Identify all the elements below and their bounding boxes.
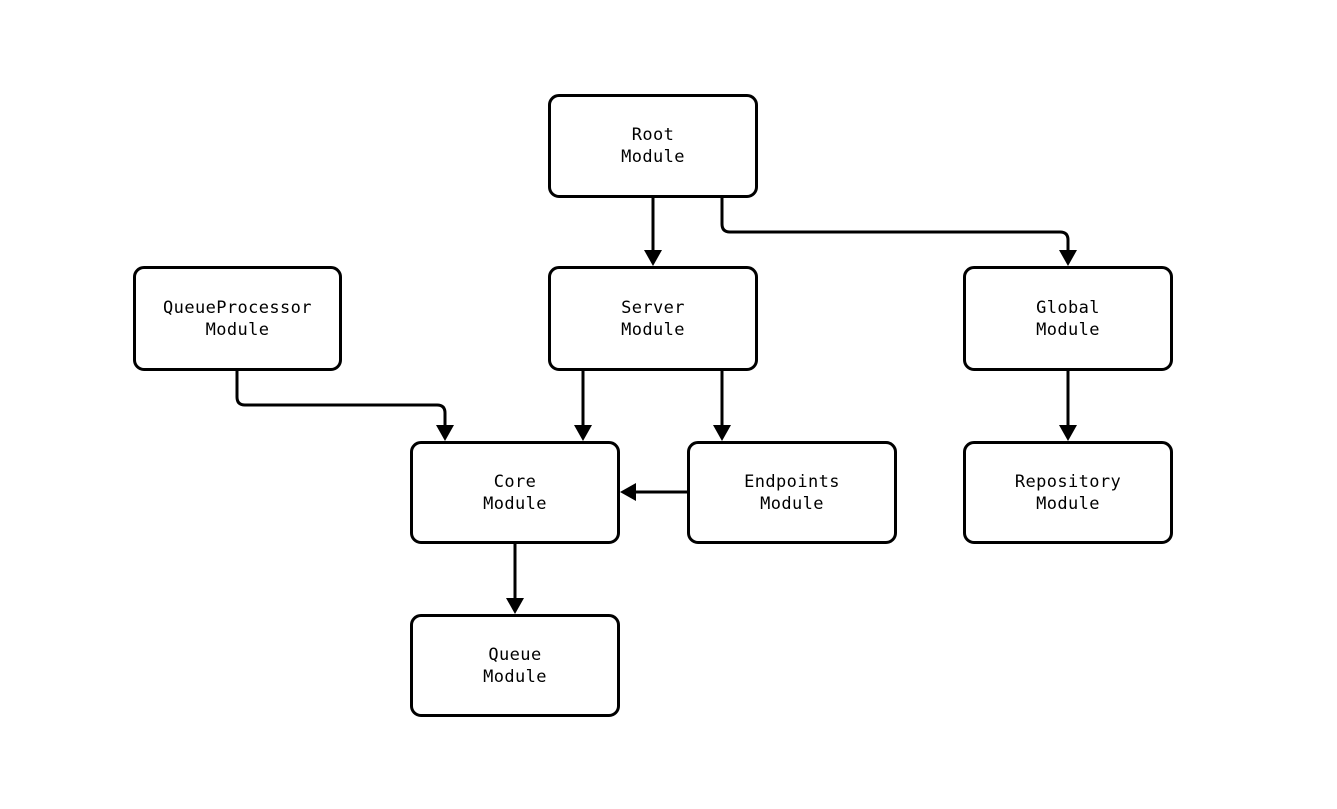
node-label-primary: Root (631, 125, 675, 145)
node-label-primary: Server (621, 297, 685, 318)
arrowhead-global-to-repository (1059, 425, 1077, 441)
node-label-primary: Repository (1014, 471, 1122, 492)
edge-root-to-global (720, 198, 1070, 250)
edge-queueprocessor-to-core (235, 371, 447, 425)
node-label-primary: Global (1036, 297, 1100, 318)
arrowhead-endpoints-to-core (620, 483, 636, 501)
node-label-secondary: Module (760, 493, 824, 514)
node-label-primary: Endpoints (744, 471, 840, 492)
node-label-primary: QueueProcessor (163, 297, 312, 318)
node-label-secondary: Module (621, 319, 685, 340)
arrowhead-queueprocessor-to-core (436, 425, 454, 441)
arrowhead-core-to-queue (506, 598, 524, 614)
node-label-secondary: Module (483, 493, 547, 514)
arrowhead-root-to-server (644, 250, 662, 266)
node-label-secondary: Module (1036, 319, 1100, 340)
node-label-secondary: Module (205, 319, 270, 340)
node-label-primary: Queue (488, 644, 542, 665)
node-label-secondary: Module (483, 666, 547, 687)
arrowhead-server-to-core (574, 425, 592, 441)
node-label-secondary: Module (1036, 493, 1100, 514)
node-label-primary: Core (493, 471, 537, 492)
arrowhead-server-to-endpoints (713, 425, 731, 441)
arrowhead-root-to-global (1059, 250, 1077, 266)
node-label-secondary: Module (621, 147, 685, 167)
